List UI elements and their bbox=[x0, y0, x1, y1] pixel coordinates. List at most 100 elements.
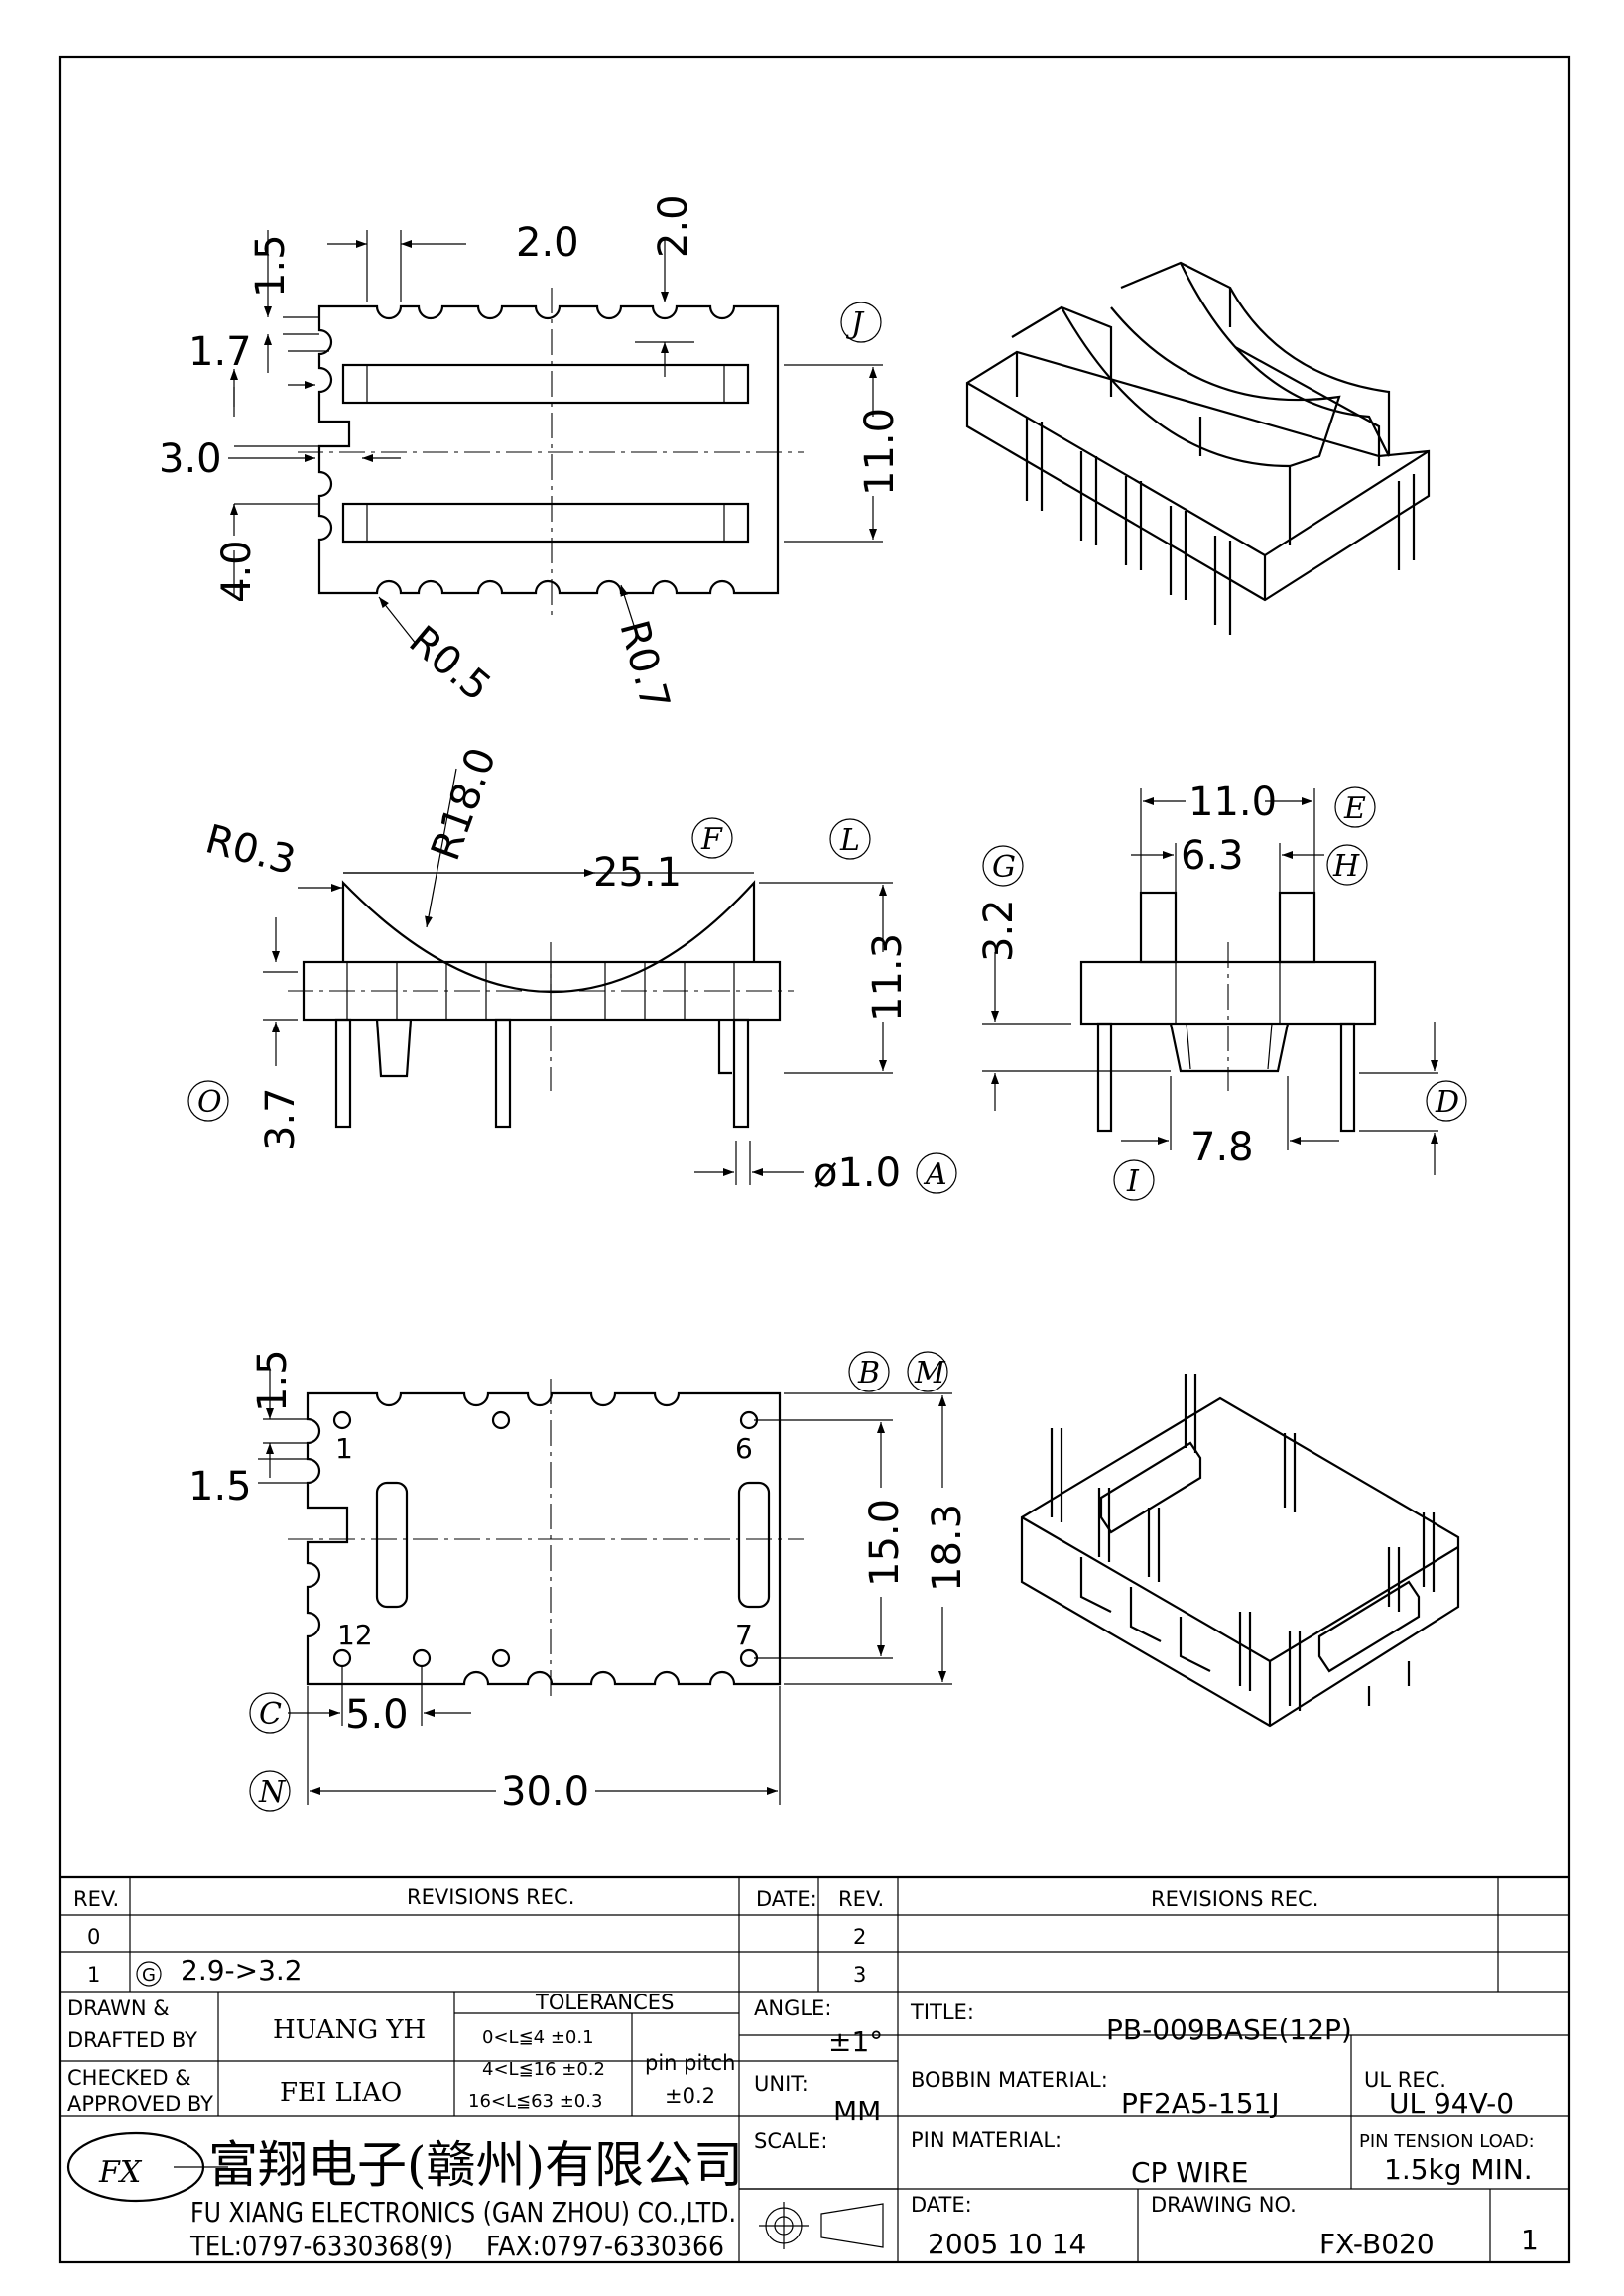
ref-b: B bbox=[857, 1356, 880, 1390]
ref-d: D bbox=[1435, 1085, 1459, 1120]
dim-15-0: 15.0 bbox=[862, 1499, 908, 1587]
pin-material-label: PIN MATERIAL: bbox=[911, 2128, 1062, 2152]
top-view: 2.0 2.0 1.5 1.7 3.0 4.0 11.0 R0.5 R0.7 J bbox=[159, 194, 903, 715]
ref-j: J bbox=[845, 306, 865, 341]
checked-name: FEI LIAO bbox=[280, 2078, 402, 2108]
drawn-name: HUANG YH bbox=[273, 2015, 426, 2045]
iso-view-top bbox=[965, 261, 1431, 635]
dim-r0-5: R0.5 bbox=[401, 617, 500, 710]
company-name-cn: 富翔电子(赣州)有限公司 bbox=[208, 2136, 743, 2194]
dim-11-3: 11.3 bbox=[865, 933, 911, 1022]
pin-pitch-tol: ±0.2 bbox=[665, 2084, 715, 2108]
svg-text:FX: FX bbox=[98, 2155, 143, 2190]
ref-m: M bbox=[914, 1356, 946, 1390]
dim-7-8: 7.8 bbox=[1190, 1125, 1254, 1170]
dim-1-5-a: 1.5 bbox=[250, 1349, 296, 1412]
rev-header: REV. bbox=[73, 1887, 119, 1911]
dim-3-7: 3.7 bbox=[258, 1087, 304, 1150]
dim-18-3: 18.3 bbox=[925, 1504, 970, 1592]
title-label: TITLE: bbox=[910, 2000, 974, 2024]
tolerances-label: TOLERANCES bbox=[535, 1991, 674, 2014]
unit-value: MM bbox=[833, 2095, 881, 2127]
tol-1: 0<L≦4 ±0.1 bbox=[482, 2027, 594, 2048]
date-value: 2005 10 14 bbox=[928, 2228, 1086, 2260]
iso-view-bottom bbox=[1020, 1374, 1460, 1728]
dim-5-0: 5.0 bbox=[345, 1692, 409, 1738]
checked-label-2: APPROVED BY bbox=[67, 2092, 213, 2115]
checked-label-1: CHECKED & bbox=[67, 2066, 191, 2090]
date-label: DATE: bbox=[911, 2193, 972, 2217]
drawing-no-label: DRAWING NO. bbox=[1151, 2193, 1297, 2217]
ref-l: L bbox=[839, 823, 860, 858]
dim-r18-0: R18.0 bbox=[423, 742, 505, 867]
angle-value: ±1° bbox=[828, 2025, 883, 2058]
bobbin-value: PF2A5-151J bbox=[1121, 2087, 1280, 2119]
pin-label-7: 7 bbox=[735, 1619, 753, 1651]
dim-3-2: 3.2 bbox=[976, 899, 1022, 962]
ref-c: C bbox=[259, 1697, 282, 1732]
dim-11-0: 11.0 bbox=[857, 408, 903, 496]
dim-r0-7: R0.7 bbox=[610, 616, 678, 715]
sheet-border bbox=[58, 55, 1571, 2264]
sheet-number: 1 bbox=[1521, 2224, 1539, 2256]
ref-o: O bbox=[197, 1085, 222, 1120]
dim-slot-width: 2.0 bbox=[516, 220, 579, 266]
rev-2: 2 bbox=[853, 1925, 866, 1949]
scale-label: SCALE: bbox=[754, 2129, 827, 2153]
tol-3: 16<L≦63 ±0.3 bbox=[468, 2091, 602, 2112]
angle-label: ANGLE: bbox=[754, 1996, 831, 2020]
rev-header-2: REV. bbox=[838, 1887, 884, 1911]
dim-r0-3: R0.3 bbox=[200, 816, 300, 884]
bobbin-label: BOBBIN MATERIAL: bbox=[911, 2068, 1108, 2092]
ref-e: E bbox=[1343, 791, 1366, 826]
dim-11-0-end: 11.0 bbox=[1188, 780, 1277, 825]
ref-i: I bbox=[1126, 1164, 1140, 1199]
company-fax: FAX:0797-6330366 bbox=[486, 2230, 724, 2262]
dim-1-7: 1.7 bbox=[188, 329, 252, 375]
dim-3-0: 3.0 bbox=[159, 436, 222, 482]
pin-pitch-label: pin pitch bbox=[645, 2051, 735, 2075]
ref-a: A bbox=[923, 1157, 947, 1192]
end-view: 11.0 6.3 3.2 7.8 E H G D I bbox=[976, 780, 1467, 1201]
date-header: DATE: bbox=[756, 1887, 817, 1911]
revisions-header: REVISIONS REC. bbox=[407, 1885, 574, 1909]
rev-3: 3 bbox=[853, 1963, 866, 1987]
dim-1-5-b: 1.5 bbox=[188, 1464, 252, 1510]
title-block: REV. REVISIONS REC. DATE: REV. REVISIONS… bbox=[60, 1875, 1569, 2262]
rev-1-mark: G bbox=[142, 1965, 156, 1986]
dim-pin-diameter: ø1.0 bbox=[813, 1150, 901, 1196]
title-value: PB-009BASE(12P) bbox=[1106, 2013, 1352, 2046]
drawing-no-value: FX-B020 bbox=[1319, 2228, 1435, 2260]
tension-label: PIN TENSION LOAD: bbox=[1359, 2131, 1535, 2152]
ref-h: H bbox=[1332, 849, 1360, 884]
company-name-en: FU XIANG ELECTRONICS (GAN ZHOU) CO.,LTD. bbox=[190, 2196, 736, 2229]
tol-2: 4<L≦16 ±0.2 bbox=[482, 2059, 605, 2080]
unit-label: UNIT: bbox=[754, 2072, 809, 2096]
drawn-label-2: DRAFTED BY bbox=[67, 2028, 197, 2052]
tension-value: 1.5kg MIN. bbox=[1384, 2153, 1533, 2186]
pin-label-6: 6 bbox=[735, 1432, 753, 1465]
ref-n: N bbox=[258, 1775, 287, 1810]
ref-g: G bbox=[992, 850, 1016, 885]
ul-label: UL REC. bbox=[1364, 2068, 1446, 2092]
dim-25-1: 25.1 bbox=[593, 850, 682, 896]
revisions-header-2: REVISIONS REC. bbox=[1151, 1887, 1318, 1911]
dim-4-0: 4.0 bbox=[214, 540, 260, 603]
pin-label-12: 12 bbox=[337, 1619, 373, 1651]
pin-label-1: 1 bbox=[335, 1432, 353, 1465]
side-view: R0.3 R18.0 25.1 11.3 3.7 ø1.0 F L O A bbox=[187, 742, 957, 1196]
ul-value: UL 94V-0 bbox=[1389, 2087, 1514, 2119]
dim-1-5: 1.5 bbox=[248, 234, 294, 298]
company-logo: FX bbox=[66, 2131, 228, 2203]
pin-material-value: CP WIRE bbox=[1131, 2156, 1248, 2189]
drawn-label-1: DRAWN & bbox=[67, 1996, 170, 2020]
company-tel: TEL:0797-6330368(9) bbox=[189, 2230, 453, 2262]
rev-1: 1 bbox=[87, 1963, 100, 1987]
rev-0: 0 bbox=[87, 1925, 100, 1949]
dim-6-3: 6.3 bbox=[1181, 833, 1244, 879]
bottom-view: 1.5 1.5 15.0 18.3 5.0 30.0 1 6 12 7 B M … bbox=[188, 1349, 970, 1815]
rev-1-text: 2.9->3.2 bbox=[181, 1954, 303, 1987]
dim-30-0: 30.0 bbox=[501, 1769, 589, 1815]
ref-f: F bbox=[700, 822, 723, 857]
